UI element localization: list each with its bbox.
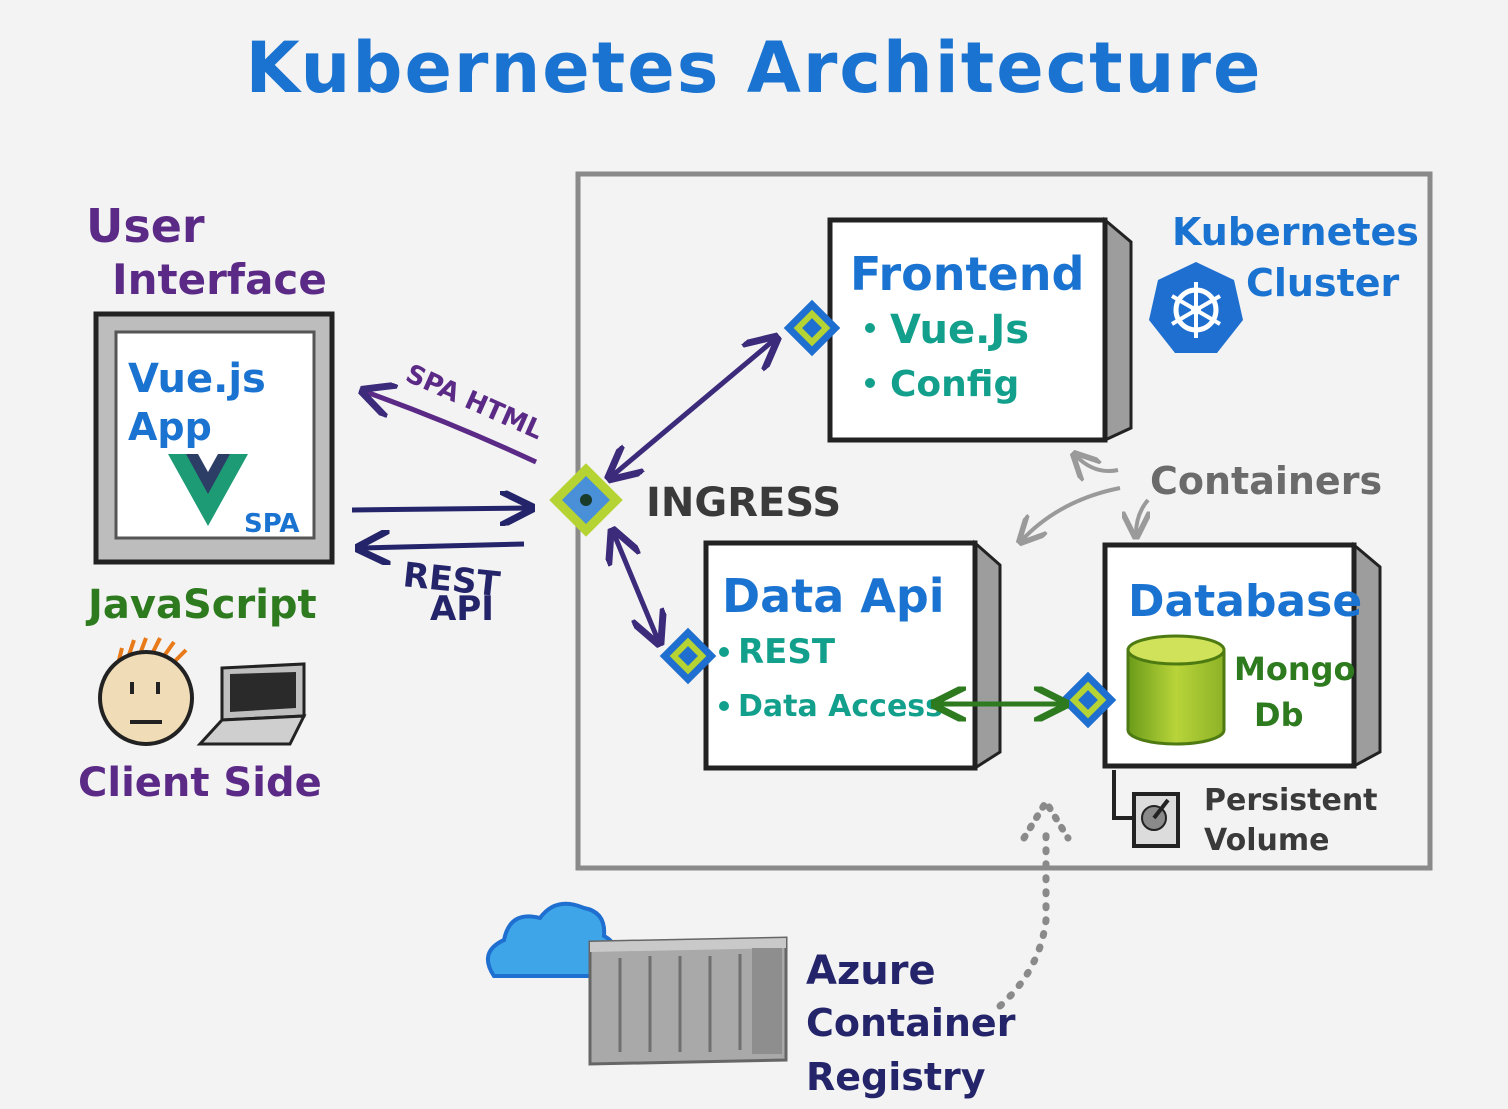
containers-arrow-database <box>1136 498 1148 534</box>
data-api-item-2: Data Access <box>738 689 943 724</box>
frontend-item-2: Config <box>890 364 1019 405</box>
database-title: Database <box>1128 576 1362 627</box>
spa-html-arrow <box>366 392 538 465</box>
volume-label-line1: Persistent <box>1204 783 1378 818</box>
javascript-label: JavaScript <box>85 582 317 628</box>
spa-tag: SPA <box>244 509 300 539</box>
ingress-label: INGRESS <box>646 480 841 526</box>
registry-pull-arrowhead <box>1020 795 1072 842</box>
ingress-data-api-arrow <box>614 534 658 640</box>
volume-connector <box>1112 770 1132 820</box>
containers-arrow-frontend <box>1076 456 1119 471</box>
client-side-label: Client Side <box>78 760 322 806</box>
containers-label: Containers <box>1150 459 1382 503</box>
data-api-bullet-1 <box>719 647 729 657</box>
mongo-db-line2: Db <box>1254 696 1303 734</box>
frontend-title: Frontend <box>850 247 1084 301</box>
registry-line2: Container <box>806 1001 1016 1045</box>
containers-arrow-dataapi <box>1022 486 1121 540</box>
data-api-item-1: REST <box>738 632 836 672</box>
rest-api-line2: API <box>430 589 494 629</box>
vue-app-line2: App <box>128 405 212 449</box>
registry-line3: Registry <box>806 1055 986 1099</box>
vue-app-line1: Vue.js <box>128 356 266 402</box>
ingress-frontend-arrow <box>612 340 774 476</box>
user-interface-line1: User <box>86 199 205 253</box>
mongo-db-line1: Mongo <box>1234 650 1356 688</box>
vue-logo-icon <box>168 454 248 526</box>
kubernetes-icon <box>1149 262 1243 353</box>
shipping-container-icon <box>588 936 788 1066</box>
database-port-icon <box>1059 671 1117 729</box>
diagram-title: Kubernetes Architecture <box>246 27 1263 109</box>
volume-label-line2: Volume <box>1204 823 1329 858</box>
data-api-box: Data Api REST Data Access <box>703 539 1002 771</box>
frontend-item-1: Vue.Js <box>890 307 1029 353</box>
mongodb-cylinder-icon <box>1126 634 1226 746</box>
cluster-label-line1: Kubernetes <box>1172 210 1419 254</box>
registry-pull-arrow <box>996 826 1050 1010</box>
database-box: Database Mongo Db <box>1102 541 1382 769</box>
frontend-box: Frontend Vue.Js Config <box>827 216 1133 443</box>
cluster-label-line2: Cluster <box>1246 261 1400 305</box>
response-arrow <box>362 544 525 548</box>
user-interface-line2: Interface <box>112 255 327 304</box>
face-icon <box>98 637 194 746</box>
registry-line1: Azure <box>806 948 936 994</box>
frontend-bullet-2 <box>865 378 875 388</box>
disk-icon <box>1132 792 1180 848</box>
data-api-title: Data Api <box>722 569 945 623</box>
frontend-bullet-1 <box>865 323 875 333</box>
data-api-bullet-2 <box>719 701 729 711</box>
laptop-icon <box>196 662 307 746</box>
request-arrow <box>351 508 528 510</box>
